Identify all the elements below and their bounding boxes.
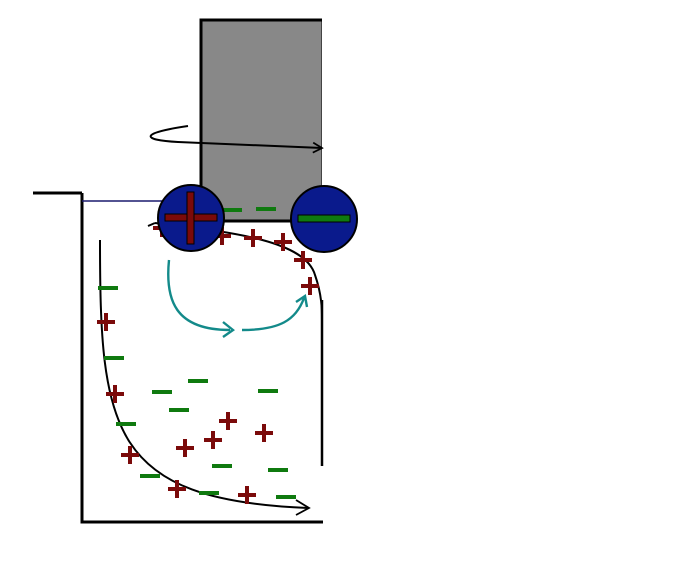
positive-charge-icon — [168, 480, 186, 498]
positive-charge-icon — [274, 233, 292, 251]
minus-circle-icon — [290, 185, 358, 253]
boundary-layer-curve — [99, 222, 323, 509]
positive-charge-icon — [204, 431, 222, 449]
electrode-mask-right — [322, 18, 326, 224]
positive-charge-icon — [255, 424, 273, 442]
charge-markers — [97, 207, 319, 504]
positive-charge-icon — [244, 229, 262, 247]
positive-charge-icon — [219, 412, 237, 430]
flow-arrow-head-mid — [222, 321, 236, 338]
electrode-body — [199, 18, 325, 223]
positive-charge-icon — [121, 446, 139, 464]
positive-charge-icon — [106, 385, 124, 403]
positive-charge-icon — [97, 313, 115, 331]
container-wall — [80, 193, 323, 524]
container-outline — [33, 191, 324, 524]
boundary-layer-arrowhead — [295, 499, 311, 516]
positive-charge-icon — [238, 486, 256, 504]
positive-charge-icon — [176, 439, 194, 457]
flow-arrow-head-end — [295, 293, 309, 308]
plus-circle-icon — [157, 184, 225, 252]
flow-arrow-icon — [167, 259, 306, 332]
positive-charge-icon — [301, 277, 319, 295]
rotation-arrow-icon — [149, 125, 324, 154]
positive-charge-icon — [294, 251, 312, 269]
electrode — [199, 18, 326, 224]
